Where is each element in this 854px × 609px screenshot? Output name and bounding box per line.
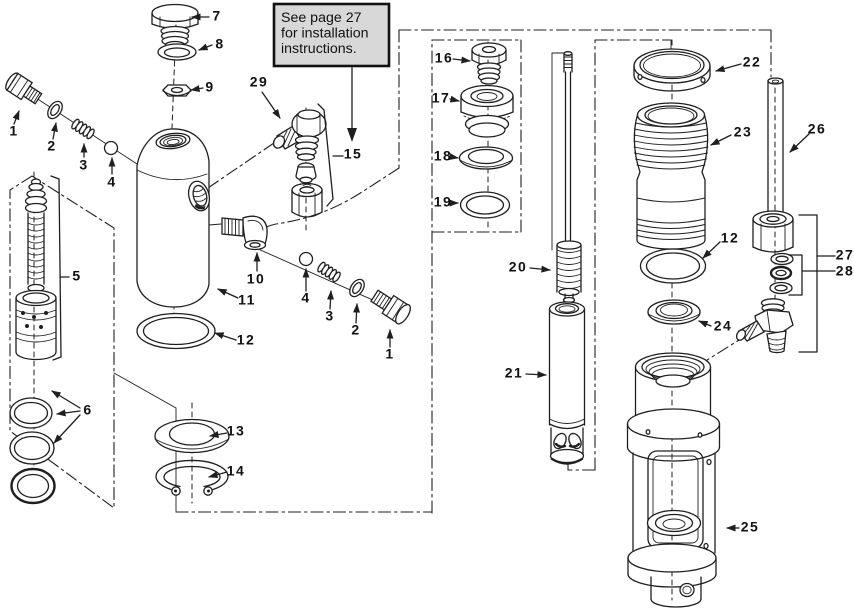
part-15-ferrule xyxy=(295,162,317,184)
part-label-3-lower: 3 xyxy=(325,308,334,324)
part-7-plug xyxy=(151,3,199,50)
part-label-29: 29 xyxy=(250,74,269,90)
part-1-plug-upper xyxy=(5,72,43,105)
part-23-cylinder-sleeve xyxy=(633,102,709,250)
part-label-14: 14 xyxy=(227,463,246,479)
part-label-2-lower: 2 xyxy=(351,322,360,338)
part-label-27: 27 xyxy=(836,247,854,263)
part-label-5: 5 xyxy=(72,268,81,284)
part-label-12-right: 12 xyxy=(721,230,740,246)
part-label-10: 10 xyxy=(247,271,266,287)
part-label-3-upper: 3 xyxy=(79,157,88,173)
part-3-spring-upper xyxy=(71,118,95,140)
part-20-piston-rod xyxy=(556,51,582,304)
part-label-20: 20 xyxy=(509,259,528,275)
part-28-washers xyxy=(769,252,794,295)
callout-box: See page 27 for installation instruction… xyxy=(272,2,391,142)
part-label-9: 9 xyxy=(205,79,214,95)
part-label-8: 8 xyxy=(215,36,224,52)
part-label-17: 17 xyxy=(432,90,451,106)
part-14-snap-ring xyxy=(155,459,229,496)
part-4-ball-upper xyxy=(103,140,119,156)
part-label-16: 16 xyxy=(435,50,454,66)
part-label-24: 24 xyxy=(714,318,733,334)
part-19-oring xyxy=(459,191,511,219)
part-label-12-left: 12 xyxy=(237,332,256,348)
part-12-oring-left xyxy=(136,312,216,350)
part-label-13: 13 xyxy=(227,423,246,439)
part-label-19: 19 xyxy=(434,194,453,210)
part-4-ball-lower xyxy=(298,251,314,267)
part-label-25: 25 xyxy=(741,519,760,535)
part-3-spring-lower xyxy=(317,261,341,283)
part-12-oring-right xyxy=(639,248,707,284)
part-label-4-lower: 4 xyxy=(301,290,310,306)
part-10-elbow-fitting xyxy=(221,215,268,251)
part-label-1-lower: 1 xyxy=(385,346,394,362)
part-16-packing-nut xyxy=(471,42,507,85)
callout-line-2: for installation xyxy=(281,26,369,42)
part-22-ring-nut xyxy=(633,48,711,92)
part-6-orings xyxy=(9,397,56,505)
part-1-plug-lower xyxy=(370,289,411,325)
part-label-22: 22 xyxy=(743,54,762,70)
part-27-tube-nut xyxy=(752,210,794,253)
leader-arrows xyxy=(12,13,810,532)
part-18-seal-ring xyxy=(458,146,514,170)
part-29-elbow-fitting xyxy=(272,109,327,161)
part-11-valve-body xyxy=(136,128,222,308)
part-label-7: 7 xyxy=(212,8,221,24)
part-2-oring-upper xyxy=(47,100,63,120)
part-label-23: 23 xyxy=(734,124,753,140)
part-13-washer xyxy=(154,418,230,454)
part-17-packing-gland xyxy=(460,84,514,138)
part-label-4-upper: 4 xyxy=(107,174,116,190)
part-label-21: 21 xyxy=(505,365,524,381)
part-2-oring-lower xyxy=(349,278,365,298)
group-brackets xyxy=(50,103,836,361)
part-label-2-upper: 2 xyxy=(47,138,56,154)
part-9-nut xyxy=(162,84,192,97)
part-label-28: 28 xyxy=(836,263,854,279)
part-label-15: 15 xyxy=(344,146,363,162)
part-15-nut xyxy=(291,182,323,218)
part-5-valve-assembly xyxy=(15,178,57,361)
part-label-11: 11 xyxy=(238,292,256,308)
part-24-seal-ring xyxy=(647,299,701,325)
part-25-pump-housing xyxy=(626,352,721,608)
part-label-26: 26 xyxy=(808,121,827,137)
part-8-oring xyxy=(157,43,197,61)
part-labels: 1 2 3 4 5 6 7 8 9 10 11 12 13 14 15 16 1… xyxy=(9,8,854,535)
part-21-displacement-cylinder xyxy=(548,301,586,465)
part-label-6: 6 xyxy=(83,402,92,418)
callout-line-1: See page 27 xyxy=(281,10,362,26)
part-label-1-upper: 1 xyxy=(9,123,18,139)
part-label-18: 18 xyxy=(434,148,453,164)
callout-line-3: instructions. xyxy=(281,41,357,57)
part-27-tee-fitting xyxy=(735,298,794,354)
reference-frames xyxy=(113,39,672,512)
